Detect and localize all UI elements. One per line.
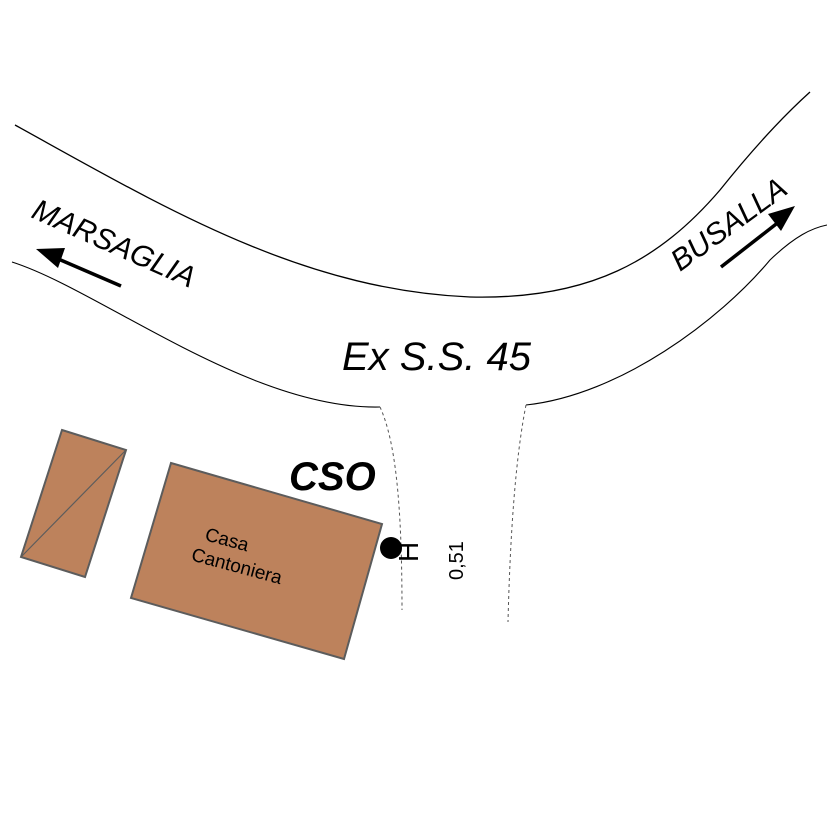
arrow-busalla-shaft <box>719 219 782 269</box>
road-south-edge-west <box>11 261 381 408</box>
side-street-east-edge <box>507 404 527 623</box>
measurement-symbol: H <box>393 542 424 562</box>
road-north-edge <box>14 91 811 298</box>
measurement-value: 0,51 <box>446 541 468 580</box>
arrow-marsaglia-shaft <box>55 256 122 288</box>
measurement-point-icon <box>380 537 402 559</box>
direction-busalla: BUSALLA <box>665 172 795 278</box>
building-casa-cantoniera: Casa Cantoniera <box>129 461 384 661</box>
side-street-west-edge <box>379 406 403 611</box>
arrow-left-icon <box>36 248 65 268</box>
site-code: CSO <box>289 455 376 499</box>
road-name: Ex S.S. 45 <box>342 335 532 379</box>
small-building <box>19 428 128 579</box>
arrow-right-icon <box>768 206 795 231</box>
road-south-edge-east <box>525 224 827 406</box>
